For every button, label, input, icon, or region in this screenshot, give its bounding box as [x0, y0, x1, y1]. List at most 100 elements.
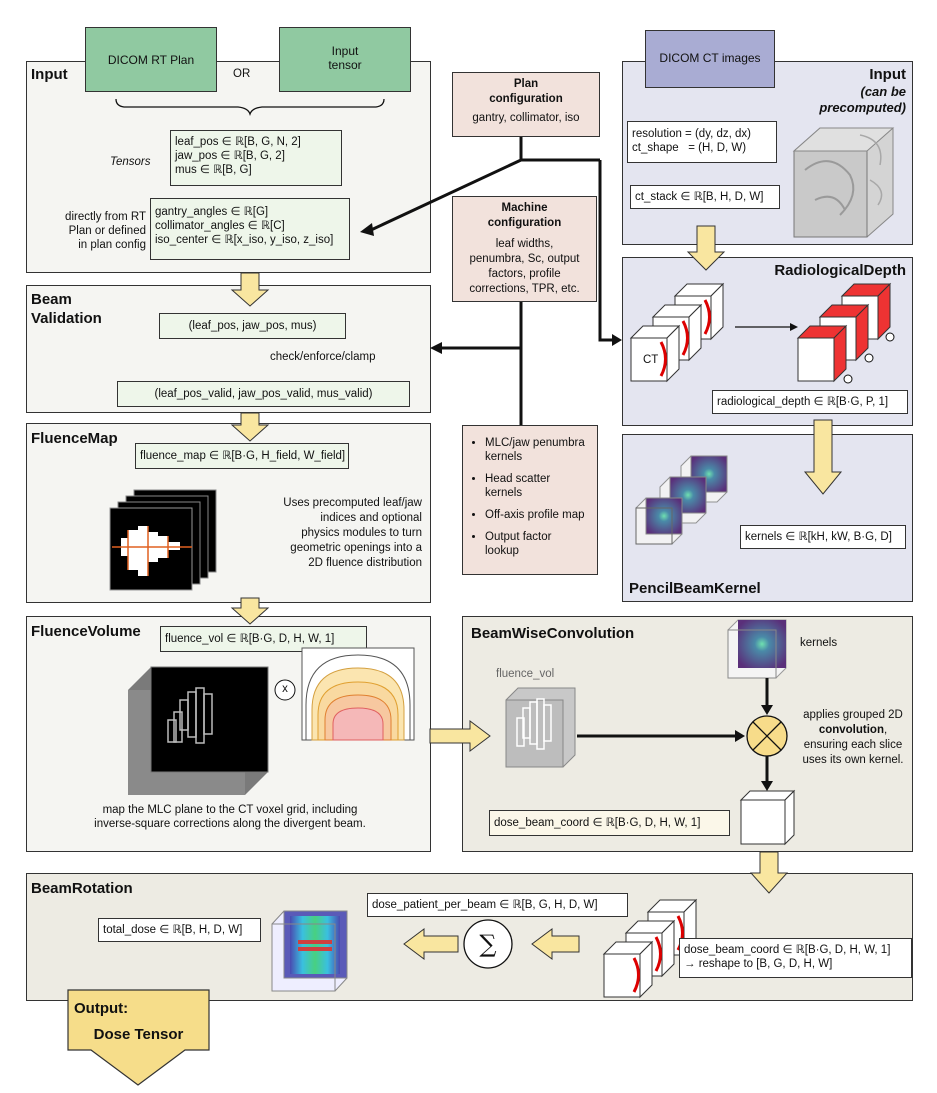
- fluence-map-tensor: fluence_map ∈ ℝ[B·G, H_field, W_field]: [140, 450, 346, 462]
- tensors-label: Tensors: [110, 156, 151, 168]
- fluence-volume-tensor-box: fluence_vol ∈ ℝ[B·G, D, H, W, 1]: [160, 626, 367, 652]
- or-label: OR: [233, 68, 251, 80]
- validation-outputs-box: (leaf_pos_valid, jaw_pos_valid, mus_vali…: [117, 381, 410, 407]
- input-tensor-label-1: Input: [331, 44, 359, 58]
- direct-label: directly from RT Plan or defined in plan…: [44, 210, 146, 252]
- convolution-desc: applies grouped 2D convolution, ensuring…: [802, 709, 904, 766]
- fluence-map-tensor-box: fluence_map ∈ ℝ[B·G, H_field, W_field]: [135, 443, 349, 469]
- fluence-map-title: FluenceMap: [31, 430, 118, 447]
- resolution-box: resolution = (dy, dz, dx) ct_shape = (H,…: [627, 121, 777, 163]
- dicom-rt-plan-label: DICOM RT Plan: [107, 53, 195, 67]
- reshape-line-1: dose_beam_coord ∈ ℝ[B·G, D, H, W, 1]: [684, 944, 891, 956]
- tensor-jaw-pos: jaw_pos ∈ ℝ[B, G, 2]: [175, 150, 285, 162]
- kernels-list-item-3: Off-axis profile map: [485, 508, 597, 522]
- iso-center: iso_center ∈ ℝ[x_iso, y_iso, z_iso]: [155, 234, 334, 246]
- plan-config-title-2: configuration: [489, 93, 563, 105]
- ct-shape-text: ct_shape = (H, D, W): [632, 142, 747, 154]
- direct-label-2: Plan or defined: [68, 225, 146, 237]
- machine-config-body-3: factors, profile: [488, 268, 561, 280]
- direct-label-1: directly from RT: [65, 211, 146, 223]
- fluence-vol-label: fluence_vol: [496, 668, 555, 680]
- direct-label-3: in plan config: [78, 239, 146, 251]
- reshape-box: dose_beam_coord ∈ ℝ[B·G, D, H, W, 1] → r…: [679, 938, 912, 978]
- machine-config-box: Machine configuration leaf widths, penum…: [452, 196, 597, 302]
- validation-outputs: (leaf_pos_valid, jaw_pos_valid, mus_vali…: [154, 388, 373, 400]
- radiological-depth-tensor-box: radiological_depth ∈ ℝ[B·G, P, 1]: [712, 390, 908, 414]
- machine-config-title-2: configuration: [487, 217, 562, 229]
- total-dose-box: total_dose ∈ ℝ[B, H, D, W]: [98, 918, 261, 942]
- machine-config-body-4: corrections, TPR, etc.: [469, 283, 580, 295]
- tensor-mus: mus ∈ ℝ[B, G]: [175, 164, 252, 176]
- collimator-angles: collimator_angles ∈ ℝ[C]: [155, 220, 285, 232]
- fluence-map-panel: FluenceMap: [26, 423, 431, 603]
- beam-validation-title: Beam Validation: [31, 291, 102, 327]
- plan-config-box: Plan configuration gantry, collimator, i…: [452, 72, 600, 137]
- tensors-box: leaf_pos ∈ ℝ[B, G, N, 2] jaw_pos ∈ ℝ[B, …: [170, 130, 342, 186]
- radiological-depth-tensor: radiological_depth ∈ ℝ[B·G, P, 1]: [717, 396, 889, 408]
- per-beam-tensor: dose_patient_per_beam ∈ ℝ[B, G, H, D, W]: [372, 899, 598, 911]
- ct-input-title: Input: [869, 66, 906, 83]
- angles-box: gantry_angles ∈ ℝ[G] collimator_angles ∈…: [150, 198, 350, 260]
- kernels-label: kernels: [800, 637, 838, 649]
- tensor-leaf-pos: leaf_pos ∈ ℝ[B, G, N, 2]: [175, 136, 301, 148]
- beamwise-convolution-title: BeamWiseConvolution: [471, 625, 635, 642]
- dose-beam-coord-tensor: dose_beam_coord ∈ ℝ[B·G, D, H, W, 1]: [494, 817, 701, 829]
- fluence-volume-tensor: fluence_vol ∈ ℝ[B·G, D, H, W, 1]: [165, 633, 335, 645]
- dose-beam-coord-box: dose_beam_coord ∈ ℝ[B·G, D, H, W, 1]: [489, 810, 730, 836]
- output-title: Output: Dose Tensor: [74, 1000, 184, 1043]
- kernels-tensor: kernels ∈ ℝ[kH, kW, B·G, D]: [745, 531, 892, 543]
- fluence-volume-desc: map the MLC plane to the CT voxel grid, …: [94, 804, 366, 830]
- kernels-tensor-box: kernels ∈ ℝ[kH, kW, B·G, D]: [740, 525, 906, 549]
- validation-inputs-box: (leaf_pos, jaw_pos, mus): [159, 313, 346, 339]
- validation-inputs: (leaf_pos, jaw_pos, mus): [188, 320, 317, 332]
- fluence-map-desc: Uses precomputed leaf/jaw indices and op…: [283, 497, 422, 569]
- dicom-ct-box: DICOM CT images: [645, 30, 775, 88]
- radiological-depth-title: RadiologicalDepth: [774, 262, 906, 279]
- machine-config-body-1: leaf widths,: [495, 238, 554, 250]
- ct-stack-text: ct_stack ∈ ℝ[B, H, D, W]: [635, 191, 764, 203]
- input-title: Input: [31, 66, 68, 83]
- validation-action: check/enforce/clamp: [270, 351, 376, 363]
- times-label: x: [282, 683, 288, 695]
- pencil-beam-kernel-title: PencilBeamKernel: [629, 580, 761, 597]
- plan-config-title-1: Plan: [513, 78, 539, 90]
- beam-rotation-title: BeamRotation: [31, 880, 133, 897]
- sum-symbol: ∑: [479, 930, 497, 958]
- ct-input-subtitle: (can be precomputed): [819, 84, 906, 115]
- resolution-text: resolution = (dy, dz, dx): [632, 128, 751, 140]
- plan-config-body: gantry, collimator, iso: [472, 112, 580, 124]
- dicom-ct-label: DICOM CT images: [659, 51, 761, 65]
- machine-config-title-1: Machine: [501, 202, 548, 214]
- reshape-line-2: → reshape to [B, G, D, H, W]: [684, 958, 833, 970]
- input-tensor-box: Input tensor: [279, 27, 411, 92]
- machine-config-body-2: penumbra, Sc, output: [469, 253, 580, 265]
- per-beam-box: dose_patient_per_beam ∈ ℝ[B, G, H, D, W]: [367, 893, 628, 917]
- gantry-angles: gantry_angles ∈ ℝ[G]: [155, 206, 269, 218]
- ct-stack-box: ct_stack ∈ ℝ[B, H, D, W]: [630, 185, 780, 209]
- fluence-volume-title: FluenceVolume: [31, 623, 141, 640]
- total-dose-tensor: total_dose ∈ ℝ[B, H, D, W]: [103, 924, 243, 936]
- ct-cube-label: CT: [643, 354, 659, 366]
- input-tensor-label-2: tensor: [328, 58, 362, 72]
- dicom-rt-plan-box: DICOM RT Plan: [85, 27, 217, 92]
